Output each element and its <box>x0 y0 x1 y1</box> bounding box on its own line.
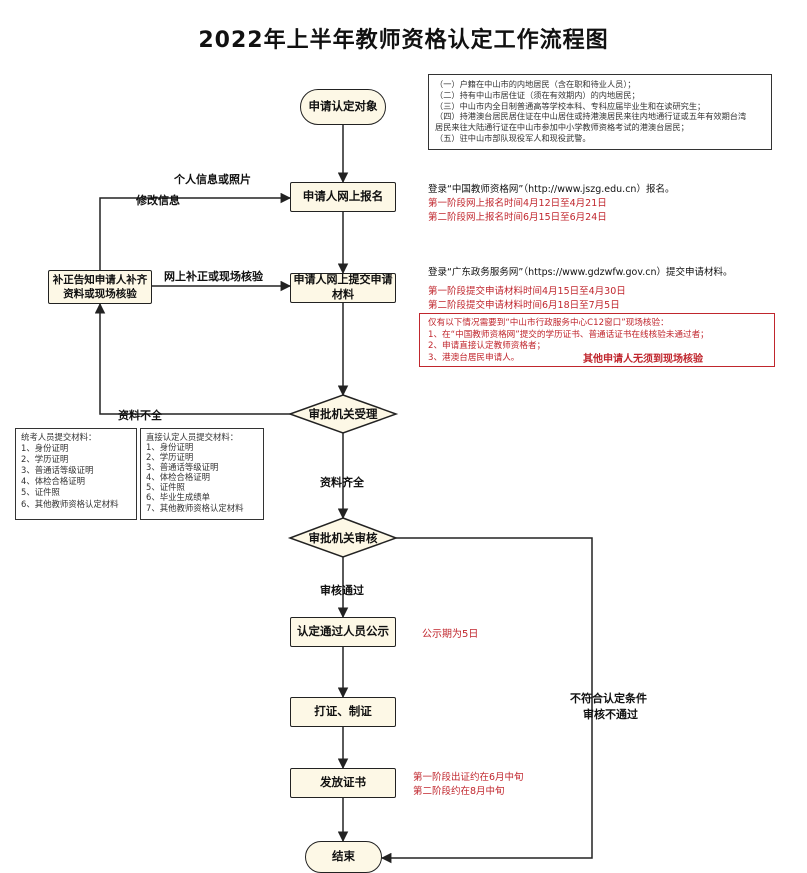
label-incomplete: 资料不全 <box>118 409 162 422</box>
node-accept: 审批机关受理 <box>308 407 378 421</box>
label-personal-info: 个人信息或照片 <box>174 173 251 186</box>
eligibility-line: （五）驻中山市部队现役军人和现役武警。 <box>435 133 591 144</box>
node-review: 审批机关审核 <box>308 531 378 545</box>
edge-review-end-reject <box>380 537 593 864</box>
node-end: 结束 <box>305 841 382 873</box>
node-start: 申请认定对象 <box>300 89 386 125</box>
label-not-qualified-2: 审核不通过 <box>583 708 638 721</box>
issue-note: 第一阶段出证约在6月中旬 第二阶段约在8月中旬 <box>413 771 524 799</box>
onsite-item: 3、港澳台居民申请人。 <box>428 352 520 363</box>
node-register: 申请人网上报名 <box>290 182 396 212</box>
register-phase1: 第一阶段网上报名时间4月12日至4月21日 <box>428 197 607 209</box>
onsite-heading: 仅有以下情况需要到“中山市行政服务中心C12窗口”现场核验： <box>428 318 669 328</box>
issue-phase2: 第二阶段约在8月中旬 <box>413 785 505 797</box>
eligibility-box: （一）户籍在中山市的内地居民（含在职和待业人员）； （二）持有中山市居住证（须在… <box>428 74 772 150</box>
issue-phase1: 第一阶段出证约在6月中旬 <box>413 772 524 783</box>
eligibility-line: （二）持有中山市居住证（须在有效期内）的内地居民； <box>435 89 640 100</box>
eligibility-line: （一）户籍在中山市的内地居民（含在职和待业人员）； <box>435 79 636 89</box>
direct-material-item: 3、普通话等级证明 <box>146 462 219 473</box>
direct-material-item: 1、身份证明 <box>146 442 194 453</box>
exam-material-item: 6、其他教师资格认定材料 <box>21 498 119 509</box>
label-review-passed: 审核通过 <box>320 584 364 597</box>
exam-material-item: 5、证件照 <box>21 487 60 498</box>
node-issue: 发放证书 <box>290 768 396 798</box>
onsite-item: 1、在“中国教师资格网”提交的学历证书、普通话证书在线核验未通过者； <box>428 329 709 340</box>
accept-diamond <box>287 394 399 434</box>
eligibility-line: （四）持港澳台居民居住证在中山居住或持港澳居民来往内地通行证或五年有效期台湾 <box>435 111 747 122</box>
exam-material-item: 2、学历证明 <box>21 454 69 465</box>
node-print: 打证、制证 <box>290 697 396 727</box>
register-note: 登录“中国教师资格网”（http://www.jszg.edu.cn）报名。 第… <box>428 183 674 224</box>
submit-phase2: 第二阶段提交申请材料时间6月18日至7月5日 <box>428 299 620 311</box>
submit-note: 登录“广东政务服务网”（https://www.gdzwfw.gov.cn）提交… <box>428 266 733 312</box>
submit-login: 登录“广东政务服务网”（https://www.gdzwfw.gov.cn）提交… <box>428 267 733 278</box>
direct-material-item: 6、毕业生成绩单 <box>146 492 210 503</box>
onsite-box: 仅有以下情况需要到“中山市行政服务中心C12窗口”现场核验： 1、在“中国教师资… <box>419 313 775 367</box>
eligibility-line: （三）中山市内全日制普通高等学校本科、专科应届毕业生和在读研究生； <box>435 100 706 111</box>
direct-material-item: 2、学历证明 <box>146 452 194 463</box>
exam-materials-box: 统考人员提交材料： 1、身份证明 2、学历证明 3、普通话等级证明 4、体检合格… <box>15 428 137 520</box>
exam-material-item: 1、身份证明 <box>21 443 69 454</box>
node-submit: 申请人网上提交申请材料 <box>290 273 396 303</box>
direct-materials-heading: 直接认定人员提交材料： <box>146 432 239 442</box>
edge-supplement-register <box>99 192 292 270</box>
exam-material-item: 3、普通话等级证明 <box>21 465 94 476</box>
label-complete: 资料齐全 <box>320 476 364 489</box>
label-modify-info: 修改信息 <box>136 194 180 207</box>
edge-accept-supplement <box>94 302 295 415</box>
review-diamond <box>287 517 399 558</box>
node-publicize: 认定通过人员公示 <box>290 617 396 647</box>
direct-material-item: 5、证件照 <box>146 482 185 493</box>
register-phase2: 第二阶段网上报名时间6月15日至6月24日 <box>428 211 607 223</box>
eligibility-line: 居民来往大陆通行证在中山市参加中小学教师资格考试的港澳台居民； <box>435 122 689 133</box>
publicize-note: 公示期为5日 <box>422 629 479 640</box>
direct-materials-box: 直接认定人员提交材料： 1、身份证明 2、学历证明 3、普通话等级证明 4、体检… <box>140 428 264 520</box>
submit-phase1: 第一阶段提交申请材料时间4月15日至4月30日 <box>428 285 626 297</box>
onsite-item: 2、申请直接认定教师资格者； <box>428 341 546 352</box>
direct-material-item: 4、体检合格证明 <box>146 472 210 483</box>
page-title: 2022年上半年教师资格认定工作流程图 <box>198 28 609 53</box>
label-online-supplement: 网上补正或现场核验 <box>164 270 263 283</box>
node-supplement: 补正告知申请人补齐资料或现场核验 <box>48 270 152 304</box>
exam-materials-heading: 统考人员提交材料： <box>21 432 97 442</box>
exam-material-item: 4、体检合格证明 <box>21 476 85 487</box>
onsite-emphasis: 其他申请人无须到现场核验 <box>583 354 703 365</box>
direct-material-item: 7、其他教师资格认定材料 <box>146 502 244 513</box>
register-login: 登录“中国教师资格网”（http://www.jszg.edu.cn）报名。 <box>428 184 675 195</box>
label-not-qualified-1: 不符合认定条件 <box>570 692 647 705</box>
